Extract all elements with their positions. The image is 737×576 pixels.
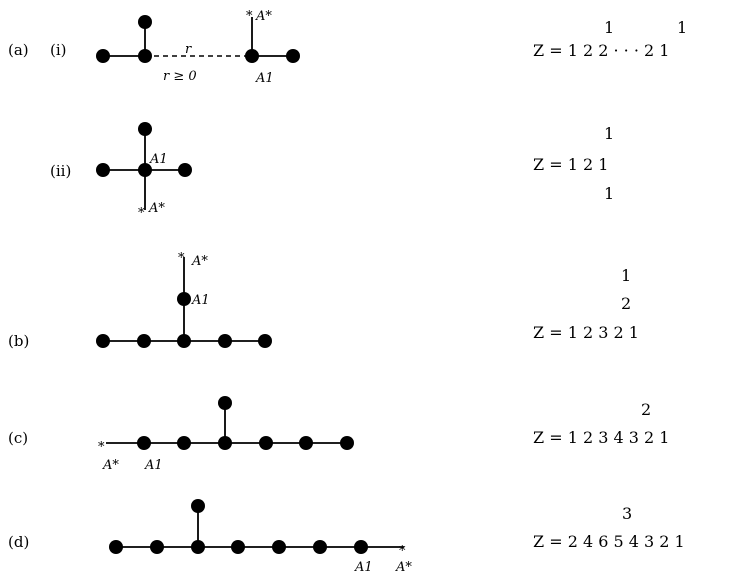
diagram-tag: (d) — [8, 533, 29, 551]
node-label-a1: A1 — [354, 560, 373, 575]
z-label-row: 2 — [621, 294, 631, 313]
diagram-tag: (c) — [8, 429, 28, 447]
z-label-row: 1 — [677, 18, 687, 37]
z-label-row: Z = 1 2 1 — [533, 155, 608, 174]
node — [218, 396, 232, 410]
node — [245, 49, 259, 63]
node-label-a-star: A* — [191, 254, 208, 269]
chain-length-label: r — [185, 42, 192, 57]
diagram-tag: (a) — [8, 41, 29, 59]
z-label-row: 1 — [604, 18, 614, 37]
diagram-subtag: (ii) — [50, 162, 71, 180]
node — [354, 540, 368, 554]
node-label-a-star: A* — [148, 201, 165, 216]
z-label-row: Z = 1 2 3 4 3 2 1 — [533, 428, 669, 447]
z-label-row: 1 — [604, 124, 614, 143]
diagram-d: (d) * A1 A* 3 Z = 2 4 6 5 4 3 2 1 — [8, 499, 685, 575]
diagram-a-ii: (ii) * A1 A* 1 Z = 1 2 1 1 — [50, 122, 614, 221]
node-label-a1: A1 — [191, 293, 210, 308]
node — [138, 163, 152, 177]
node — [177, 334, 191, 348]
node — [258, 334, 272, 348]
node — [313, 540, 327, 554]
diagram-a-i: (a) (i) * r r ≥ 0 A* A1 1 1 Z = 1 2 2 · … — [8, 9, 687, 86]
node — [137, 334, 151, 348]
z-label-row: Z = 1 2 3 2 1 — [533, 323, 639, 342]
extended-node-marker: * — [138, 206, 145, 221]
extended-node-marker: * — [178, 251, 185, 266]
node — [138, 49, 152, 63]
node — [299, 436, 313, 450]
node — [138, 15, 152, 29]
diagram-c: (c) * A* A1 2 Z = 1 2 3 4 3 2 1 — [8, 396, 669, 473]
z-label-row: Z = 1 2 2 · · · 2 1 — [533, 41, 669, 60]
node-label-a1: A1 — [149, 152, 168, 167]
node — [340, 436, 354, 450]
node — [177, 436, 191, 450]
node — [109, 540, 123, 554]
z-label-row: 1 — [621, 266, 631, 285]
node — [231, 540, 245, 554]
node — [137, 436, 151, 450]
extended-node-marker: * — [98, 440, 105, 455]
diagram-tag: (b) — [8, 332, 29, 350]
extended-node-marker: * — [399, 544, 406, 559]
node — [191, 540, 205, 554]
node — [138, 122, 152, 136]
node — [218, 334, 232, 348]
extended-node-marker: * — [246, 9, 253, 24]
node — [150, 540, 164, 554]
node — [191, 499, 205, 513]
node — [96, 49, 110, 63]
node-label-a1: A1 — [255, 71, 274, 86]
node — [178, 163, 192, 177]
z-label-row: 2 — [641, 400, 651, 419]
node — [96, 163, 110, 177]
node-label-a-star: A* — [395, 560, 412, 575]
node — [259, 436, 273, 450]
chain-length-condition: r ≥ 0 — [163, 69, 197, 84]
node — [218, 436, 232, 450]
node — [177, 292, 191, 306]
node-label-a-star: A* — [102, 458, 119, 473]
node — [96, 334, 110, 348]
z-label-row: 3 — [622, 504, 632, 523]
node-label-a1: A1 — [144, 458, 163, 473]
diagram-b: (b) * A* A1 1 2 Z = 1 2 3 2 1 — [8, 251, 639, 350]
node-label-a-star: A* — [255, 9, 272, 24]
diagram-subtag: (i) — [50, 41, 67, 59]
z-label-row: 1 — [604, 184, 614, 203]
node — [272, 540, 286, 554]
z-label-row: Z = 2 4 6 5 4 3 2 1 — [533, 532, 685, 551]
node — [286, 49, 300, 63]
